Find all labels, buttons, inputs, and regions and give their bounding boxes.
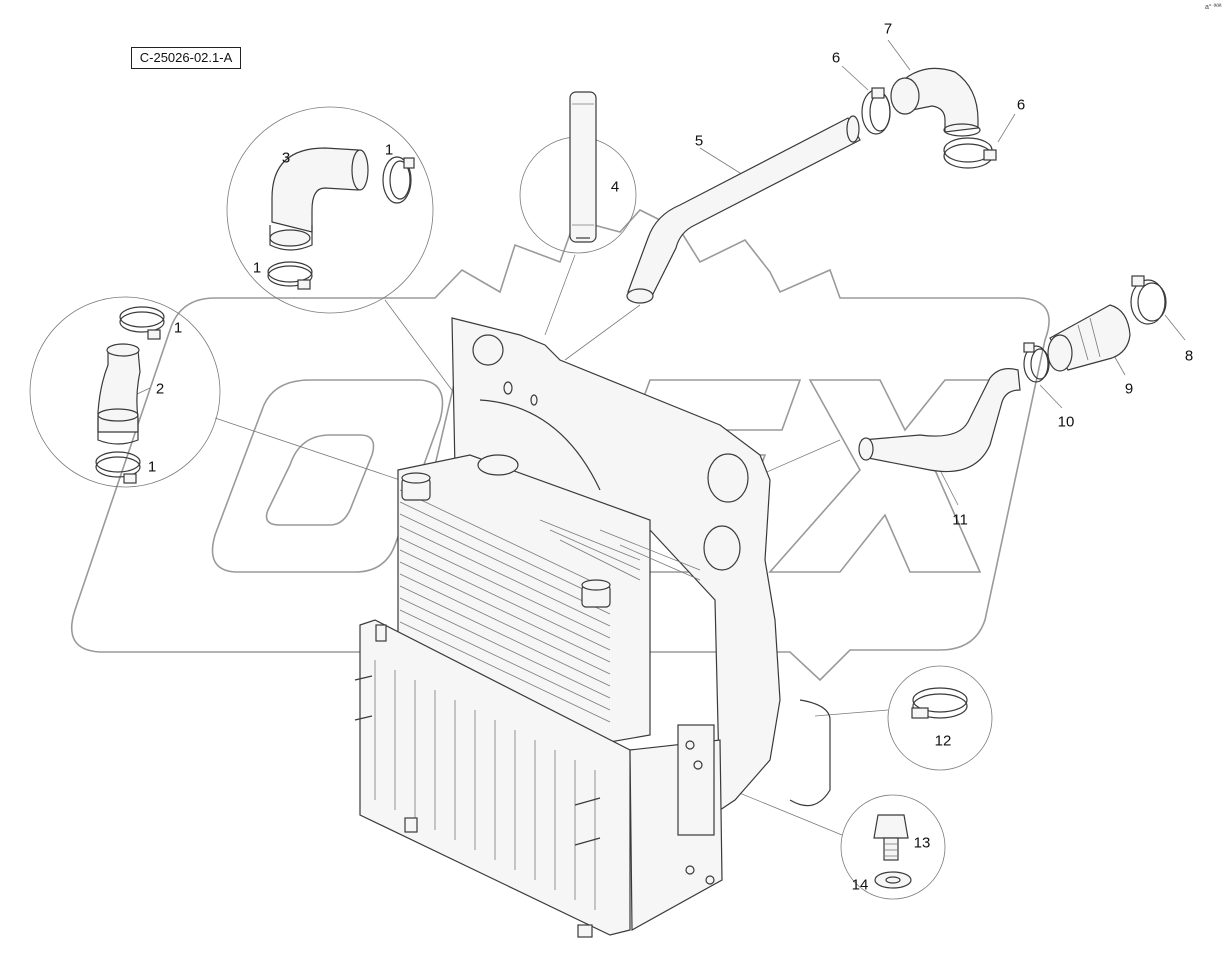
cooling-assembly — [354, 317, 831, 938]
callout-1: 1 — [173, 319, 183, 337]
detail-circle-clamp-12 — [887, 665, 993, 771]
clamp-10 — [1023, 342, 1050, 383]
detail-circle-hose-3 — [226, 106, 434, 314]
watermark-gear-outline — [70, 209, 1050, 682]
pipe-11 — [858, 368, 1021, 473]
callout-1: 1 — [252, 259, 262, 277]
callout-1: 1 — [384, 141, 394, 159]
callout-9: 9 — [1124, 380, 1134, 398]
callout-6: 6 — [831, 49, 841, 67]
clamp-1-hose2-top — [119, 306, 165, 340]
hose-2 — [97, 343, 141, 445]
drawing-code-label: C-25026-02.1-A — [131, 47, 241, 69]
callout-1: 1 — [147, 458, 157, 476]
clamp-12 — [911, 687, 968, 719]
clamp-1-hose2-bottom — [95, 451, 141, 484]
callout-5: 5 — [694, 132, 704, 150]
callout-8: 8 — [1184, 347, 1194, 365]
clamp-8 — [1130, 275, 1167, 325]
elbow-7 — [890, 67, 981, 137]
callout-3: 3 — [281, 149, 291, 167]
callout-12: 12 — [934, 732, 952, 750]
hose-9 — [1047, 304, 1131, 372]
callout-11: 11 — [952, 511, 968, 529]
pipe-5 — [626, 115, 861, 304]
intercooler-fins — [399, 489, 611, 723]
watermark-letter-x — [768, 379, 1017, 573]
clamp-6-left — [861, 87, 891, 135]
callout-14: 14 — [851, 876, 869, 894]
callout-2: 2 — [155, 380, 165, 398]
clamp-6-right — [943, 137, 997, 169]
oil-cooler-fins — [374, 660, 596, 910]
watermark-letter-o — [211, 379, 444, 573]
washer-14 — [874, 871, 912, 889]
callout-10: 10 — [1057, 413, 1075, 431]
callout-4: 4 — [610, 178, 620, 196]
callout-6: 6 — [1016, 96, 1026, 114]
detail-circle-hose-2 — [29, 296, 221, 488]
bolt-13 — [873, 814, 909, 861]
hose-3 — [269, 147, 369, 251]
callout-7: 7 — [883, 20, 893, 38]
hose-4 — [569, 91, 597, 243]
clamp-1-lower-left — [267, 261, 313, 290]
corner-mark: a° ªªª — [1205, 4, 1222, 11]
callout-13: 13 — [913, 834, 931, 852]
detail-circle-bolt-13 — [840, 794, 946, 900]
clamp-1-upper-right — [382, 156, 415, 204]
